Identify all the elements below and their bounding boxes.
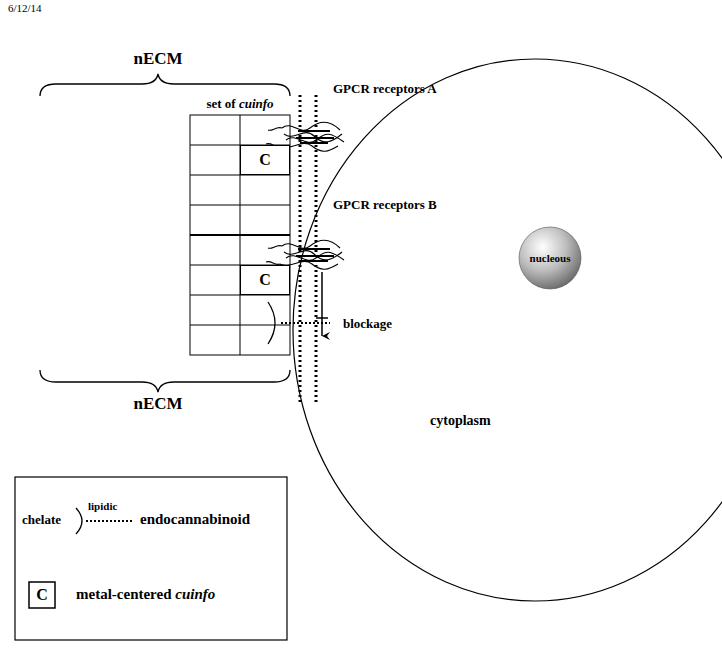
- brace: [40, 370, 290, 392]
- receptor-label: GPCR receptors B: [333, 198, 437, 212]
- legend-sample-label: C: [36, 586, 48, 604]
- region-label: nECM: [133, 50, 182, 69]
- text-part: cuinfo: [239, 96, 274, 111]
- receptor-label: GPCR receptors A: [333, 82, 437, 96]
- date-label: 6/12/14: [8, 2, 42, 14]
- cuinfo-set: set of cuinfoC C: [190, 97, 290, 355]
- metal-centered-cuinfo: C: [240, 145, 290, 175]
- blockage-bar: [316, 317, 328, 319]
- blockage-label: blockage: [343, 317, 392, 331]
- text-part: cuinfo: [175, 586, 215, 602]
- node-text: cytoplasm: [430, 413, 491, 428]
- node-text: C: [259, 271, 271, 289]
- legend-text: metal-centered cuinfo: [76, 586, 215, 603]
- legend-cuinfo-sample: [29, 582, 55, 608]
- legend-sample-label: chelate: [22, 513, 61, 527]
- brace: [40, 74, 290, 96]
- text-part: set of: [206, 96, 239, 111]
- node-text: nucleous: [530, 252, 571, 264]
- cuinfo-grid: [190, 115, 290, 355]
- nucleus: nucleous: [518, 226, 582, 290]
- region-label: nECM: [133, 395, 182, 414]
- legend-sample-label: lipidic: [88, 500, 117, 512]
- legend-chelate-sample: [76, 508, 82, 534]
- blockage-arrow: [321, 272, 323, 336]
- legend-text: endocannabinoid: [140, 511, 250, 528]
- text-part: metal-centered: [76, 586, 175, 602]
- legend-lipidic-sample: [86, 520, 134, 522]
- node-text: C: [259, 151, 271, 169]
- legend-box: [15, 477, 287, 640]
- metal-centered-cuinfo: C: [240, 265, 290, 295]
- node-text: set of cuinfo: [206, 97, 273, 111]
- chelate-bracket: [268, 302, 275, 344]
- lipidic-tail: [281, 322, 330, 324]
